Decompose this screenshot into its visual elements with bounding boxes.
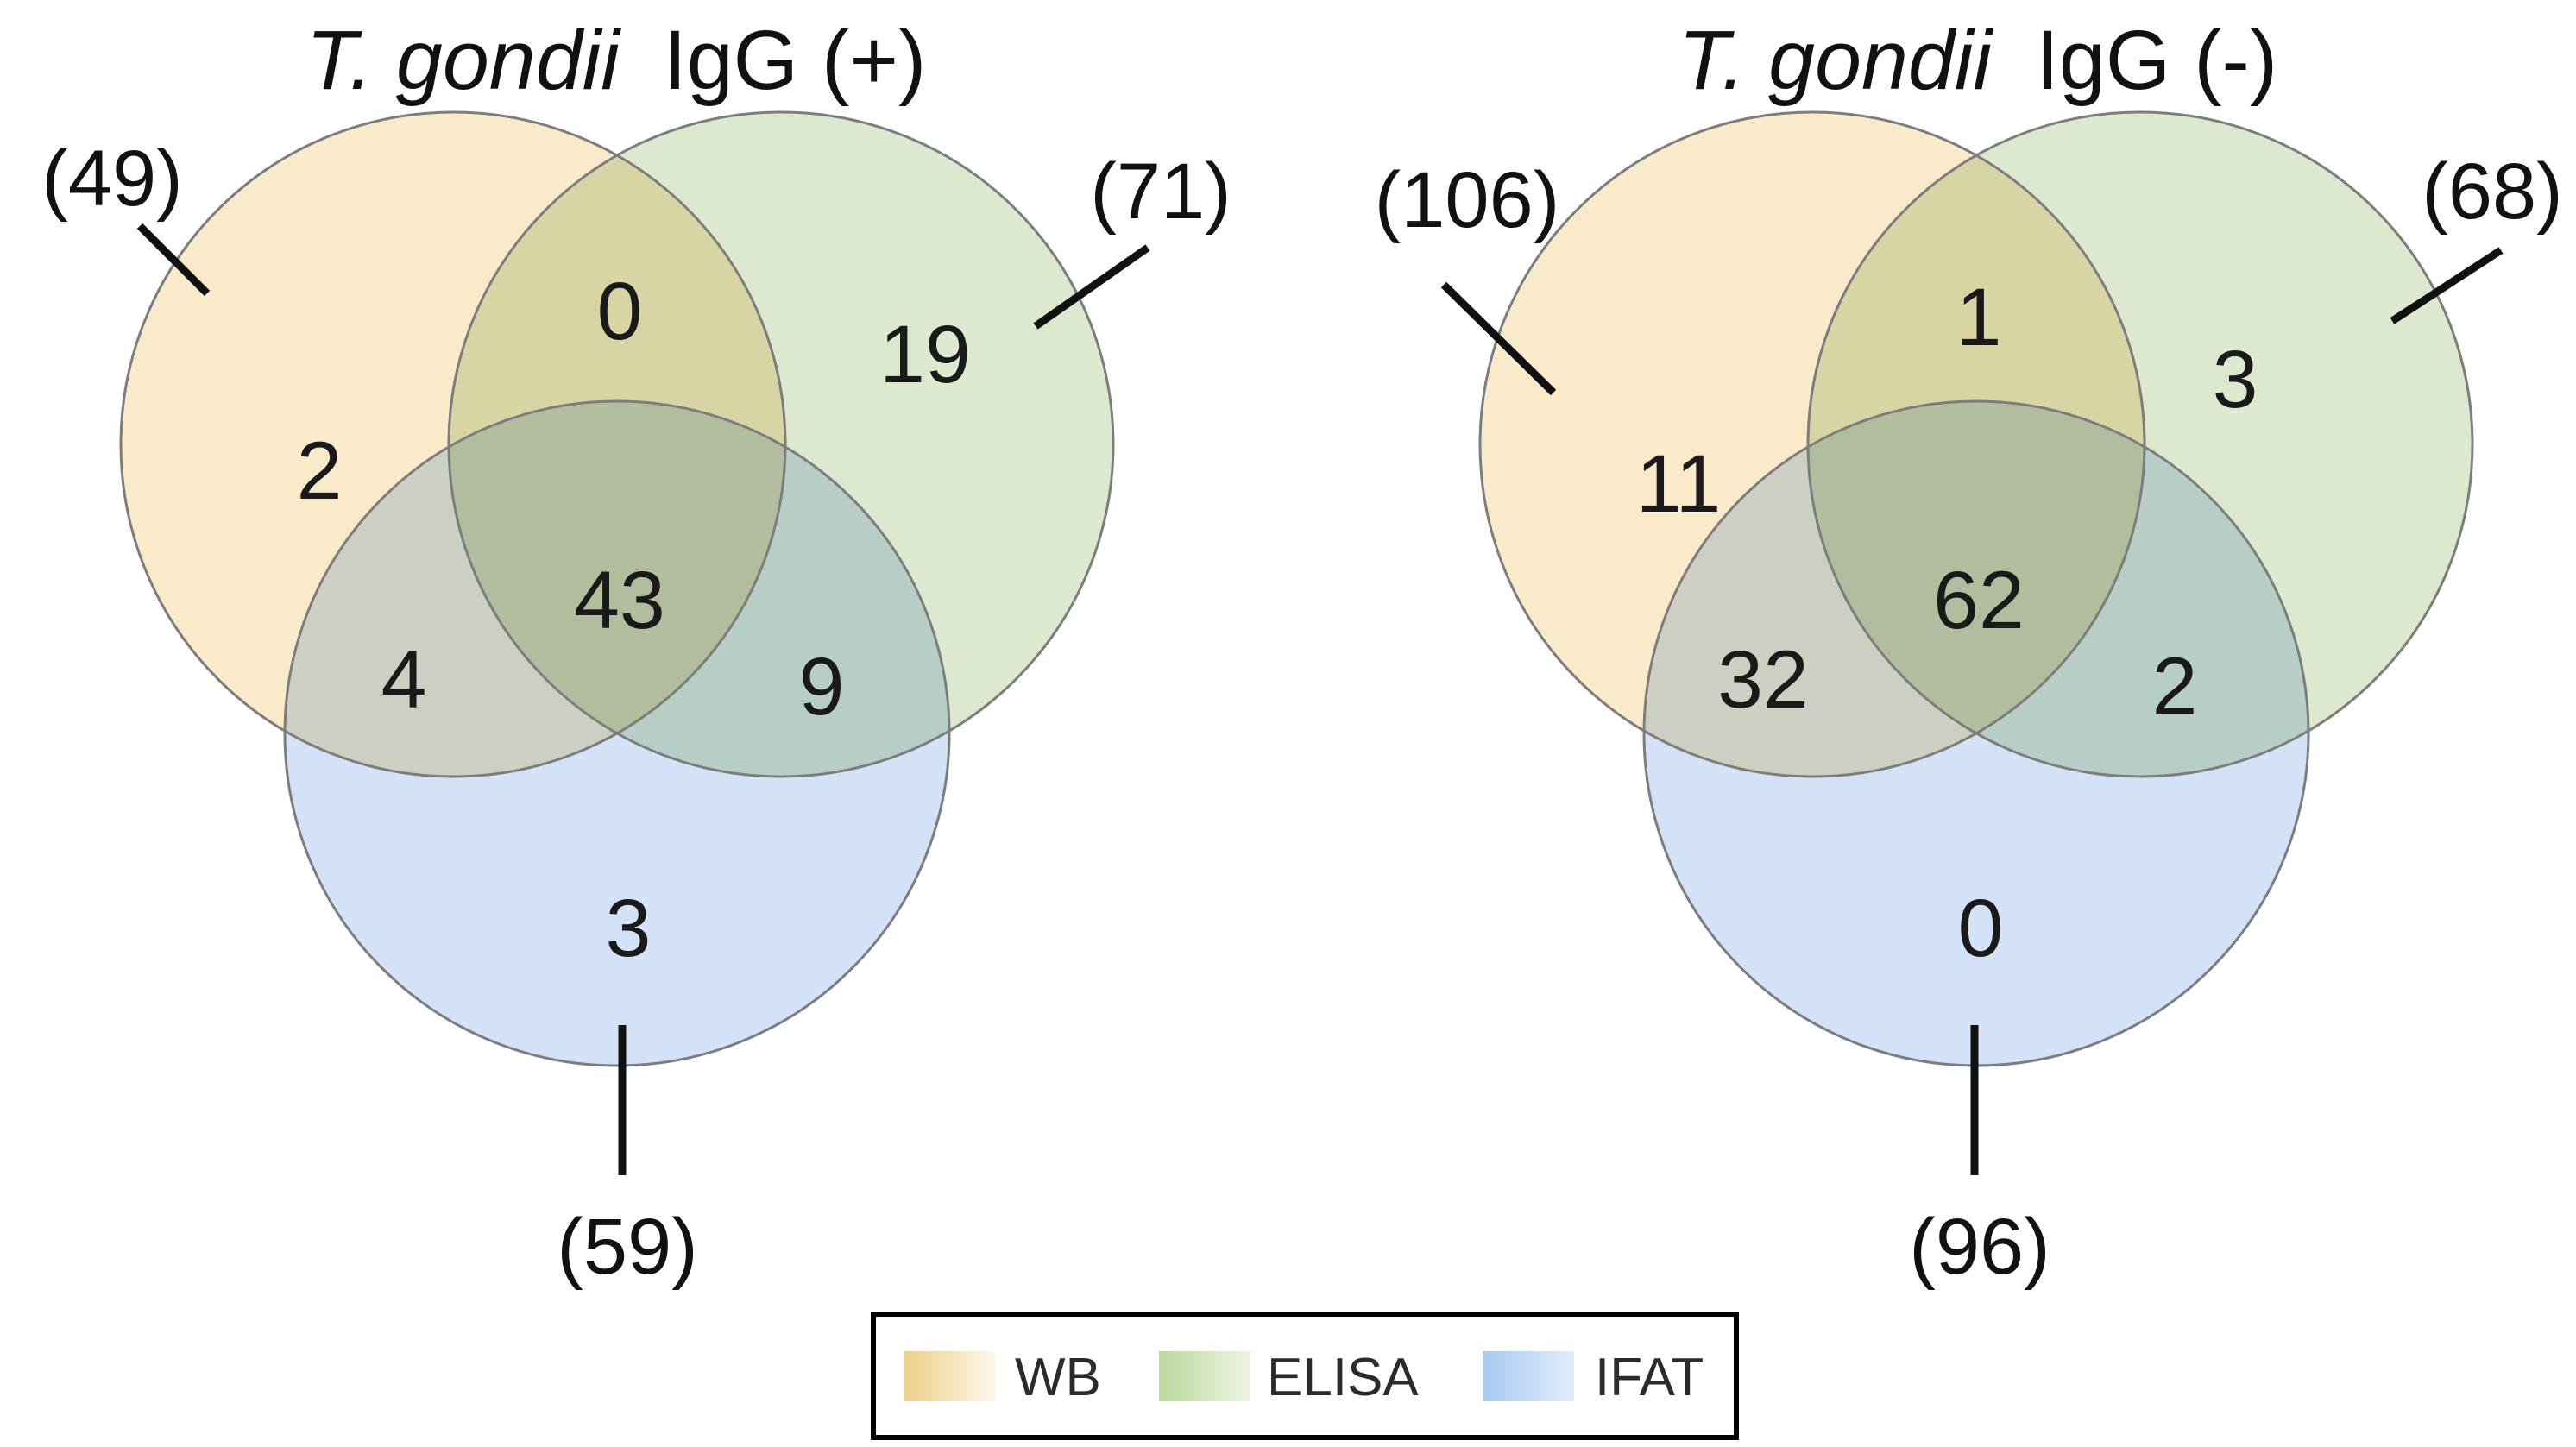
region-wb-ifat: 4: [381, 634, 427, 726]
venn-circles-negative: [1478, 110, 2474, 1067]
region-ifat-only: 0: [1958, 883, 2004, 974]
elisa-circle-outline: [447, 110, 1115, 778]
region-elisa-ifat: 9: [799, 641, 845, 733]
venn-title-positive: T. gondii IgG (+): [306, 13, 927, 107]
legend-label-elisa: ELISA: [1267, 1348, 1419, 1407]
region-elisa-only: 19: [879, 309, 971, 400]
total-wb: (49): [41, 135, 183, 223]
total-elisa: (71): [1090, 148, 1231, 236]
wb-circle-outline: [1478, 110, 2146, 778]
total-ifat: (96): [1909, 1203, 2050, 1291]
total-elisa: (68): [2422, 148, 2563, 236]
region-wb-elisa: 0: [597, 266, 643, 357]
legend-swatch-elisa: [1159, 1351, 1250, 1401]
legend-swatch-wb: [904, 1351, 996, 1401]
elisa-circle-outline: [1806, 110, 2474, 778]
legend-border: [871, 1312, 1739, 1440]
venn-circles-positive: [119, 110, 1115, 1067]
legend-swatch-ifat: [1483, 1351, 1574, 1401]
region-ifat-only: 3: [606, 883, 652, 974]
region-center: 43: [574, 555, 665, 646]
region-elisa-only: 3: [2213, 334, 2258, 425]
wb-circle-outline: [119, 110, 787, 778]
region-wb-ifat: 32: [1717, 634, 1809, 726]
venn-title-negative: T. gondii IgG (-): [1678, 13, 2277, 107]
legend-label-ifat: IFAT: [1595, 1348, 1704, 1407]
ifat-circle-outline: [283, 399, 951, 1067]
region-elisa-ifat: 2: [2152, 641, 2198, 733]
region-wb-only: 2: [297, 425, 343, 517]
legend-label-wb: WB: [1015, 1348, 1101, 1407]
venn-igg-positive: T. gondii IgG (+) 2 0 19 43 4 9 3 (49) (…: [41, 13, 1231, 1291]
region-center: 62: [1933, 555, 2025, 646]
total-ifat: (59): [557, 1203, 698, 1291]
legend: WB ELISA IFAT: [871, 1312, 1739, 1440]
venn-igg-negative: T. gondii IgG (-) 11 1 3 62 32 2 0 (106)…: [1375, 13, 2563, 1291]
leader-line-elisa: [1033, 244, 1150, 330]
leader-line-wb: [136, 223, 211, 297]
leader-line-wb: [1440, 281, 1557, 396]
region-wb-only: 11: [1636, 438, 1722, 530]
leader-line-elisa: [2390, 247, 2504, 324]
region-wb-elisa: 1: [1956, 272, 2002, 363]
total-wb: (106): [1375, 156, 1560, 244]
